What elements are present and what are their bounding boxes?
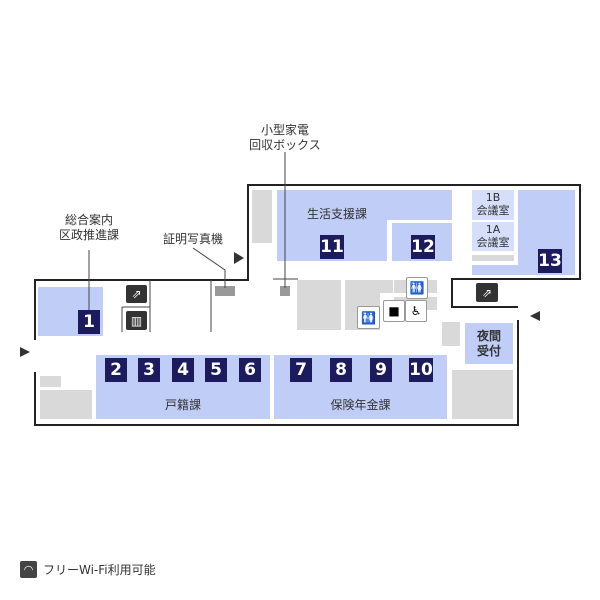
- hoken-label: 保険年金課: [330, 398, 391, 412]
- recycle-callout: 小型家電 回収ボックス: [240, 123, 330, 153]
- night-reception-line2: 受付: [476, 344, 501, 358]
- facility-area: [297, 280, 341, 330]
- night-reception-line1: 夜間: [476, 329, 501, 343]
- escalator-icon: ⇗: [476, 283, 498, 302]
- counter-11: 11: [320, 235, 344, 259]
- room-13: [472, 265, 522, 275]
- counter-2: 2: [105, 358, 127, 382]
- restroom-icon: 🚻: [406, 277, 428, 299]
- info-callout-line2: 区政推進課: [58, 228, 119, 242]
- restroom-icon: 🚻: [357, 306, 380, 329]
- counter-13: 13: [538, 249, 562, 273]
- recycle-callout-line2: 回収ボックス: [249, 138, 321, 152]
- counter-4: 4: [172, 358, 194, 382]
- seikatsu-label: 生活支援課: [306, 207, 367, 221]
- entrance-arrow-icon: [530, 311, 540, 321]
- elevator-icon: ▥: [126, 311, 147, 330]
- photo-booth: [215, 286, 235, 296]
- room-1a-label: 1A 会議室: [472, 223, 514, 249]
- koseki-label: 戸籍課: [164, 398, 201, 412]
- entrance-arrow-icon: [20, 347, 30, 357]
- info-callout: 総合案内 区政推進課: [48, 213, 130, 243]
- night-reception-label: 夜間 受付: [465, 329, 513, 359]
- counter-10: 10: [409, 358, 433, 382]
- escalator-icon: ⇗: [126, 285, 147, 303]
- room-1b: [472, 190, 514, 220]
- counter-9: 9: [370, 358, 392, 382]
- wheelchair-icon: ♿: [405, 300, 427, 322]
- counter-1: 1: [78, 310, 100, 334]
- room-1b-label: 1B 会議室: [472, 191, 514, 217]
- baby-care-icon: ■: [383, 300, 405, 322]
- facility-area: [472, 255, 514, 261]
- recycle-box: [280, 286, 290, 296]
- room-1a: [472, 222, 514, 251]
- facility-area: [380, 280, 393, 293]
- facility-area: [252, 190, 272, 243]
- room-1a-name: 会議室: [476, 236, 510, 249]
- room-night-reception: [465, 323, 513, 364]
- counter-7: 7: [290, 358, 312, 382]
- counter-5: 5: [205, 358, 227, 382]
- wifi-label: フリーWi-Fi利用可能: [43, 563, 156, 577]
- counter-3: 3: [138, 358, 160, 382]
- counter-6: 6: [239, 358, 261, 382]
- entrance-arrow-icon: [234, 252, 244, 264]
- photo-callout: 証明写真機: [162, 232, 223, 246]
- facility-area: [442, 322, 460, 346]
- room-1b-name: 会議室: [476, 204, 510, 217]
- room-1a-id: 1A: [485, 223, 501, 236]
- counter-8: 8: [330, 358, 352, 382]
- room-1b-id: 1B: [485, 191, 501, 204]
- room-seikatsu: [277, 190, 452, 220]
- wifi-notice: ◠ フリーWi-Fi利用可能: [20, 561, 156, 578]
- recycle-callout-line1: 小型家電: [260, 123, 309, 137]
- wifi-icon: ◠: [20, 561, 37, 578]
- facility-area: [40, 390, 92, 419]
- counter-12: 12: [411, 235, 435, 259]
- facility-area: [452, 370, 513, 419]
- facility-area: [40, 376, 61, 387]
- info-callout-line1: 総合案内: [64, 213, 113, 227]
